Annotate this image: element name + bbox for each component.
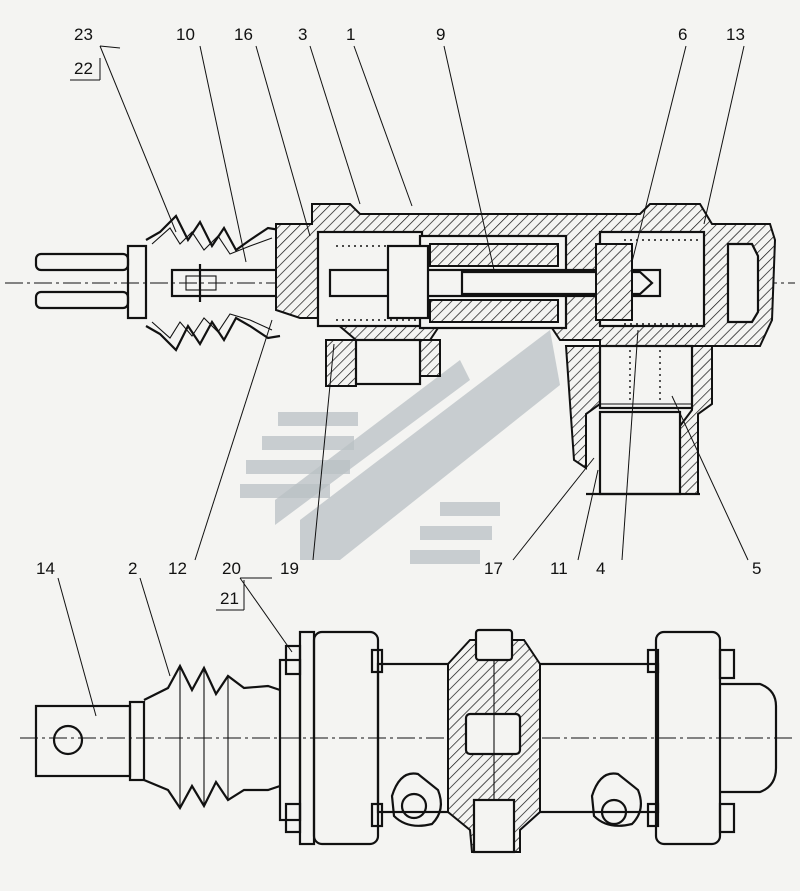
callout-4: 4 <box>596 559 605 578</box>
exterior-view <box>20 628 795 854</box>
section-view <box>5 203 795 496</box>
callout-11: 11 <box>550 559 568 578</box>
callout-23: 23 <box>74 25 93 44</box>
leader-lines <box>57 45 749 717</box>
callout-20: 20 <box>222 559 241 578</box>
callout-9: 9 <box>436 25 445 44</box>
callout-16: 16 <box>234 25 253 44</box>
callout-17: 17 <box>484 559 503 578</box>
callout-6: 6 <box>678 25 687 44</box>
callout-22: 22 <box>74 59 93 78</box>
callout-12: 12 <box>168 559 187 578</box>
callout-19: 19 <box>280 559 299 578</box>
callout-21: 21 <box>220 589 239 608</box>
callout-13: 13 <box>726 25 745 44</box>
callout-3: 3 <box>298 25 307 44</box>
watermark-logo <box>240 330 560 564</box>
callout-10: 10 <box>176 25 195 44</box>
callout-5: 5 <box>752 559 761 578</box>
callout-labels: 23 22 10 16 3 1 9 6 13 12 19 17 11 4 5 1… <box>36 25 761 611</box>
callout-2: 2 <box>128 559 137 578</box>
callout-1: 1 <box>346 25 355 44</box>
callout-14: 14 <box>36 559 55 578</box>
